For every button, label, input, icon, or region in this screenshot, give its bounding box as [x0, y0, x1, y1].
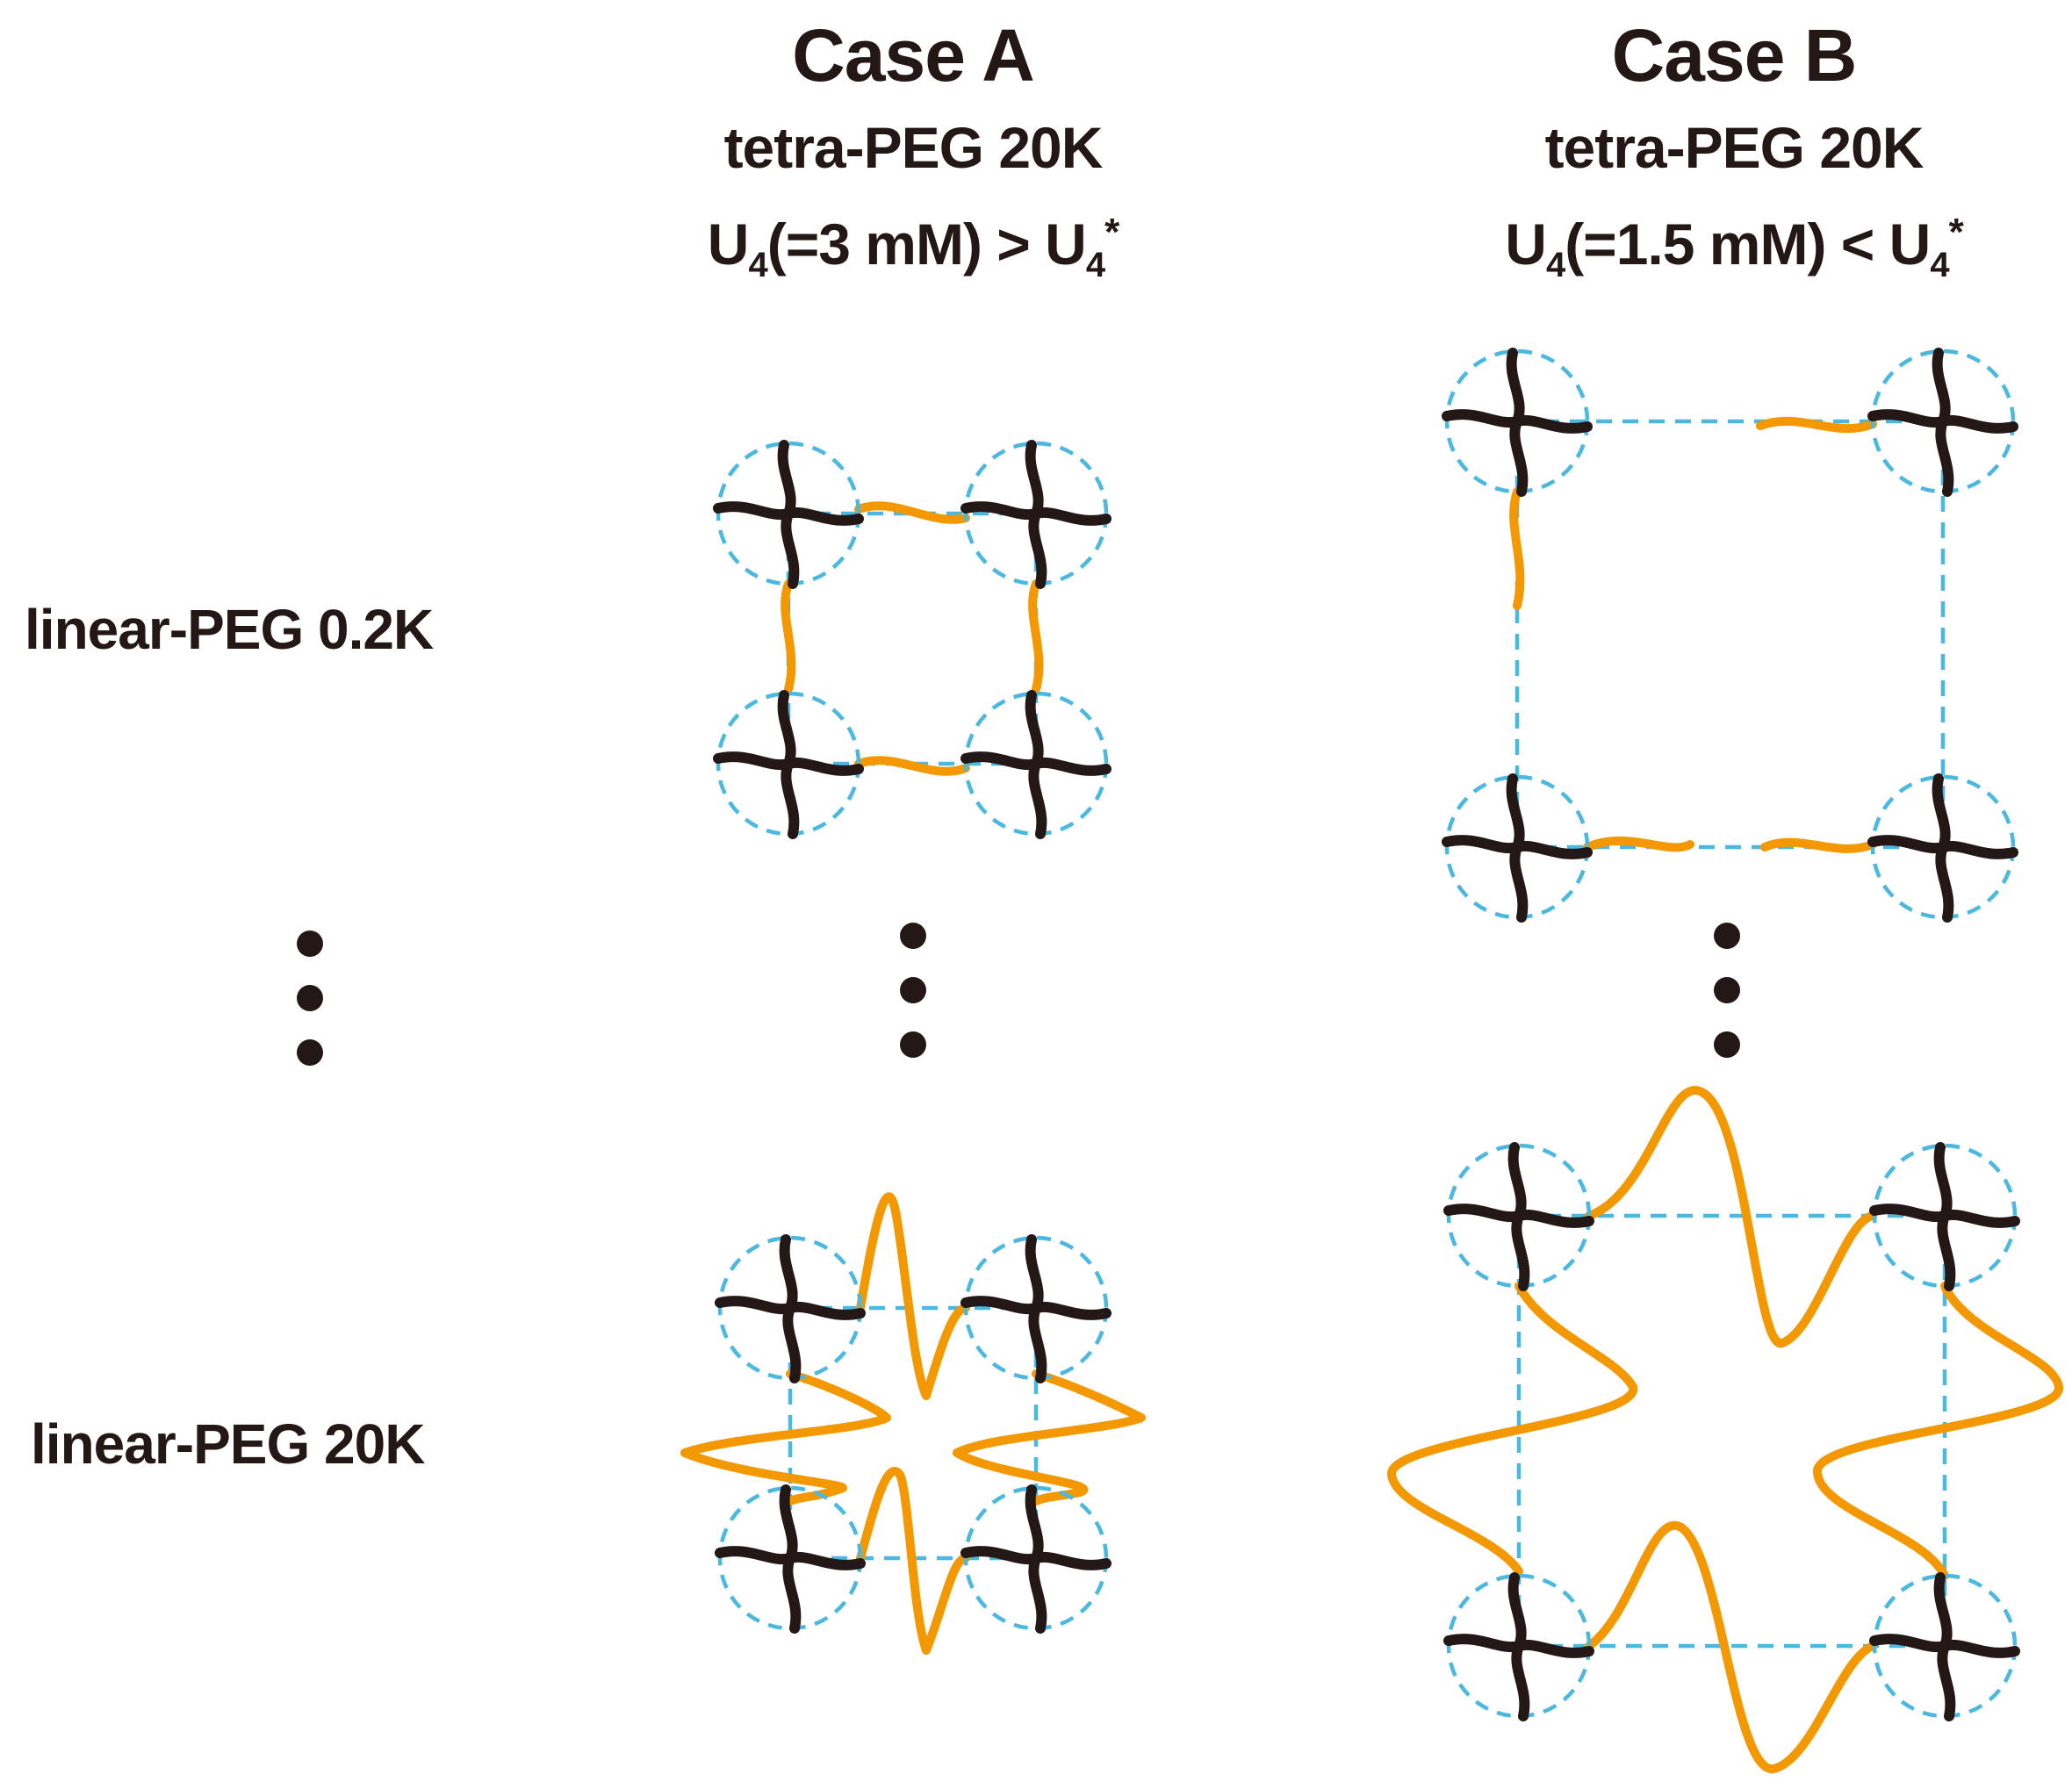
row-label-linear-peg-long: linear-PEG 20K [31, 1412, 425, 1476]
case-b-polymer: tetra-PEG 20K [1544, 115, 1925, 180]
case-b-title: Case B [1611, 14, 1858, 97]
vertical-ellipsis-icon [900, 923, 926, 1058]
case-a-long-linker-network [680, 1192, 1146, 1655]
vertical-ellipsis-icon [1714, 923, 1740, 1058]
case-a-condition: U4(=3 mM) > U4* [707, 211, 1119, 284]
case-a-title: Case A [792, 14, 1035, 97]
vertical-ellipsis-icon [297, 931, 323, 1066]
case-b-condition: U4(=1.5 mM) < U4* [1505, 211, 1963, 284]
case-a-polymer: tetra-PEG 20K [723, 115, 1104, 180]
row-label-linear-peg-short: linear-PEG 0.2K [25, 598, 434, 661]
case-a-short-linker-network [718, 443, 1106, 834]
case-b-short-linker-network [1447, 351, 2013, 917]
case-b-long-linker-network [1387, 1086, 2063, 1773]
